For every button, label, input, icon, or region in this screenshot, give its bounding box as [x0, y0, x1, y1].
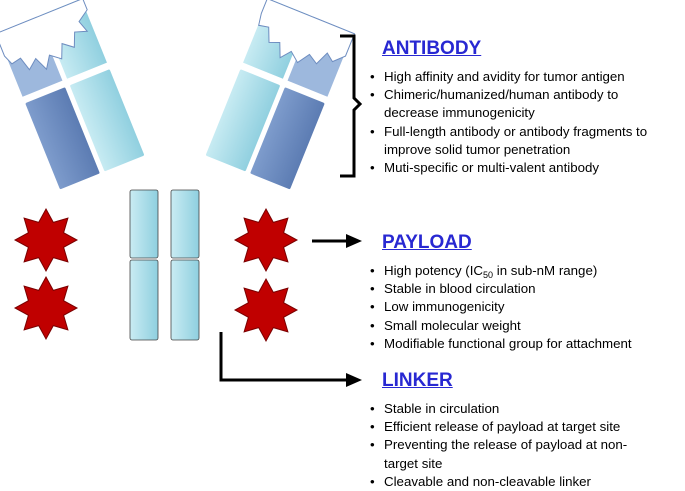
- list-item: Muti-specific or multi-valent antibody: [370, 159, 647, 177]
- left-fab-arm: [0, 0, 147, 193]
- payload-bullets: High potency (IC50 in sub-nM range) Stab…: [370, 262, 632, 353]
- antibody-bracket: [340, 34, 363, 178]
- list-item: Efficient release of payload at target s…: [370, 418, 627, 436]
- payload-stars: [13, 207, 299, 343]
- list-item: Cleavable and non-cleavable linker: [370, 473, 627, 491]
- antibody-heading: ANTIBODY: [382, 38, 482, 59]
- right-light-chain: [203, 66, 283, 175]
- payload-star: [13, 275, 79, 341]
- list-item-continuation: decrease immunogenicity: [384, 105, 535, 121]
- payload-star: [233, 277, 299, 343]
- payload-star: [233, 207, 299, 273]
- fc-region: [129, 189, 200, 341]
- list-item: Chimeric/humanized/human antibody to: [370, 86, 647, 104]
- fc-right-lower: [170, 259, 200, 341]
- linker-arrow: [219, 332, 362, 387]
- payload-star: [13, 207, 79, 273]
- list-item-continuation: target site: [384, 455, 443, 471]
- list-item: Stable in blood circulation: [370, 280, 632, 298]
- left-heavy-chain: [22, 84, 103, 193]
- list-item-potency: High potency (IC50 in sub-nM range): [370, 262, 632, 280]
- linker-heading: LINKER: [382, 370, 453, 391]
- left-antigen-binding-site: [0, 0, 89, 71]
- right-fab-arm: [203, 0, 358, 193]
- linker-bullets: Stable in circulation Efficient release …: [370, 400, 627, 491]
- list-item: Modifiable functional group for attachme…: [370, 335, 632, 353]
- list-item: Stable in circulation: [370, 400, 627, 418]
- fc-right-upper: [170, 189, 200, 259]
- payload-heading: PAYLOAD: [382, 232, 472, 253]
- list-item: Full-length antibody or antibody fragmen…: [370, 123, 647, 141]
- right-heavy-chain: [247, 84, 328, 193]
- list-item-continuation: improve solid tumor penetration: [384, 141, 571, 157]
- right-antigen-binding-site: [258, 0, 356, 65]
- list-item: High affinity and avidity for tumor anti…: [370, 68, 647, 86]
- list-item: Low immunogenicity: [370, 298, 632, 316]
- left-light-chain: [67, 66, 147, 175]
- payload-arrow: [312, 234, 362, 248]
- list-item: Preventing the release of payload at non…: [370, 436, 627, 454]
- fc-left-lower: [129, 259, 159, 341]
- fc-left-upper: [129, 189, 159, 259]
- list-item: Small molecular weight: [370, 317, 632, 335]
- antibody-bullets: High affinity and avidity for tumor anti…: [370, 68, 647, 177]
